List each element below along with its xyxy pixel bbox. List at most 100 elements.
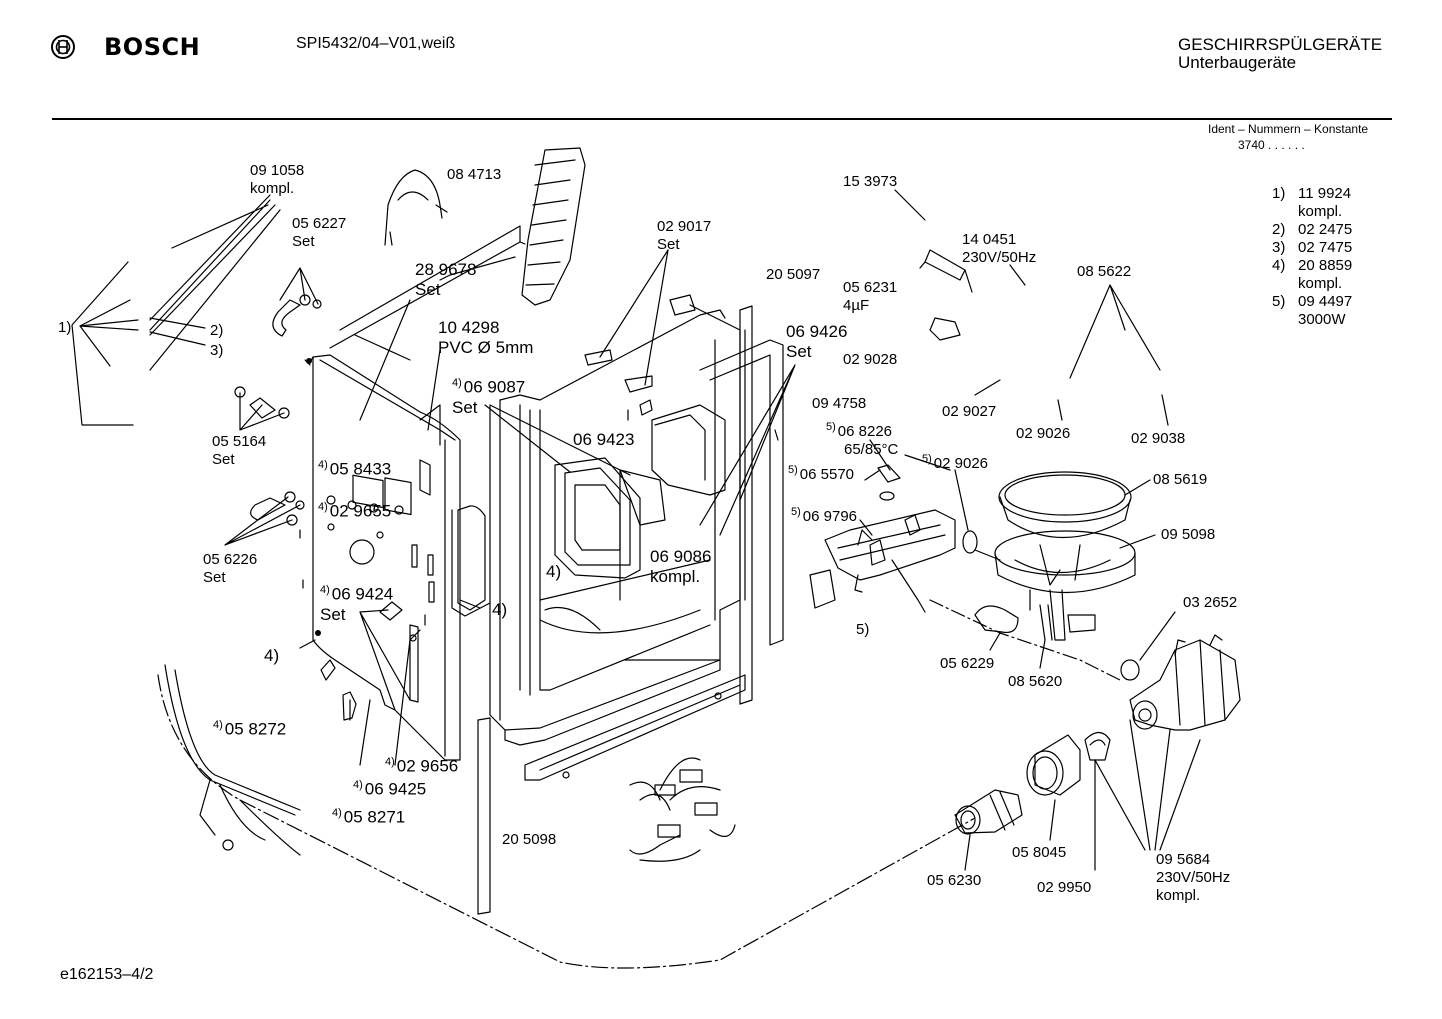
lower-rail — [477, 717, 491, 915]
legend-key: 3) — [1272, 239, 1286, 256]
ref-key-2: 2) — [210, 322, 224, 339]
hose-05-5164 — [249, 397, 276, 419]
legend-row: 2)02 2475 — [1272, 221, 1352, 239]
category-sub: Unterbaugeräte — [1178, 53, 1297, 72]
ref-key-3: 3) — [210, 342, 224, 359]
callout-05-8272: 4)05 8272 — [213, 719, 287, 739]
legend-row: 4) 20 8859 — [1272, 257, 1352, 275]
legend-value: 20 8859 — [1298, 257, 1353, 274]
legend-row: kompl. — [1272, 275, 1352, 293]
callout-08-5619: 08 5619 — [1153, 471, 1208, 488]
callout-02-9028: 02 9028 — [843, 351, 898, 368]
callout-02-9656: 4)02 9656 — [385, 756, 459, 776]
legend-key: 1) — [1272, 185, 1286, 202]
connector-05-8045 — [1034, 734, 1081, 796]
callout-05-6229: 05 6229 — [940, 655, 995, 672]
hose-05-6229 — [974, 605, 1019, 634]
capacitor — [924, 249, 966, 281]
legend-row: kompl. — [1272, 203, 1352, 221]
door-rail — [739, 305, 753, 705]
detergent-dispenser — [651, 404, 726, 496]
callout-05-8045: 05 8045 — [1012, 844, 1067, 861]
callout-09-4758: 09 4758 — [812, 395, 867, 412]
callout-02-9026-top: 02 9026 — [1016, 425, 1071, 442]
spray-arm — [521, 147, 586, 306]
legend-row: 3000W — [1272, 311, 1352, 329]
legend-key: 4) — [1272, 257, 1286, 274]
callout-06-9425: 4)06 9425 — [353, 779, 427, 799]
ref-key-4-panel: 4) — [264, 646, 280, 665]
callout-05-6230: 05 6230 — [927, 872, 982, 889]
callout-06-9796: 5)06 9796 — [791, 506, 858, 525]
ref-key-4-tub: 4) — [546, 562, 562, 581]
assembly-boundary — [157, 674, 976, 969]
legend-value: 09 4497 — [1298, 293, 1353, 310]
dispenser-frame — [554, 457, 641, 579]
legend-key: 5) — [1272, 293, 1286, 310]
legend-value: 3000W — [1298, 311, 1346, 328]
sump-filter — [998, 471, 1132, 523]
callout-02-9027: 02 9027 — [942, 403, 997, 420]
category-main: GESCHIRRSPÜLGERÄTE — [1178, 35, 1383, 54]
callout-02-9038: 02 9038 — [1131, 430, 1186, 447]
ref-key-4-seal: 4) — [492, 600, 508, 619]
callout-05-8433: 4)05 8433 — [318, 459, 392, 479]
callout-06-5570: 5)06 5570 — [788, 464, 855, 483]
power-cable — [164, 664, 301, 856]
legend-row: 3) 02 7475 — [1272, 239, 1352, 257]
legend-row: 1)11 9924 — [1272, 185, 1352, 203]
callout-08-5620: 08 5620 — [1008, 673, 1063, 690]
callout-05-8271: 4)05 8271 — [332, 807, 406, 827]
legend-row: 5) 09 4497 — [1272, 293, 1352, 311]
legend-value: kompl. — [1298, 203, 1343, 220]
bosch-logo-icon — [50, 34, 76, 65]
ref-key-1: 1) — [58, 319, 72, 336]
hose-05-6227 — [272, 299, 301, 337]
callout-02-9026-mid: 5)02 9026 — [922, 453, 989, 472]
model-number: SPI5432/04–V01,weiß — [296, 35, 456, 52]
callout-02-9950: 02 9950 — [1037, 879, 1092, 896]
callout-08-5622: 08 5622 — [1077, 263, 1132, 280]
inlet-valve — [1129, 639, 1241, 731]
relay-02-9028 — [929, 317, 961, 341]
callout-20-5097: 20 5097 — [766, 266, 821, 283]
legend-value: 02 7475 — [1298, 239, 1353, 256]
ident-label: Ident – Nummern – Konstante — [1208, 122, 1369, 136]
ident-value: 3740 . . . . . . — [1238, 138, 1305, 152]
bracket-item-1 — [71, 261, 134, 426]
brand-name: BOSCH — [104, 33, 201, 61]
callout-08-4713: 08 4713 — [447, 166, 502, 183]
legend-key: 2) — [1272, 221, 1286, 238]
callout-15-3973: 15 3973 — [843, 173, 898, 190]
wire-loom — [629, 757, 721, 855]
seal-03-2652 — [1120, 659, 1140, 681]
header-rule — [52, 118, 1392, 120]
document-id: e162153–4/2 — [60, 966, 154, 983]
callout-03-2652: 03 2652 — [1183, 594, 1238, 611]
hose-05-6226 — [250, 497, 286, 521]
ref-key-5: 5) — [856, 621, 870, 638]
seal-02-9026 — [962, 530, 978, 554]
flow-heater-assembly — [824, 509, 956, 581]
callout-09-5098: 09 5098 — [1161, 526, 1216, 543]
hose-clip — [384, 169, 448, 246]
side-panel-outline — [312, 354, 461, 761]
callout-06-9423: 06 9423 — [573, 430, 635, 449]
inlet-boundary-line — [929, 599, 1121, 681]
door-seal — [457, 505, 486, 611]
